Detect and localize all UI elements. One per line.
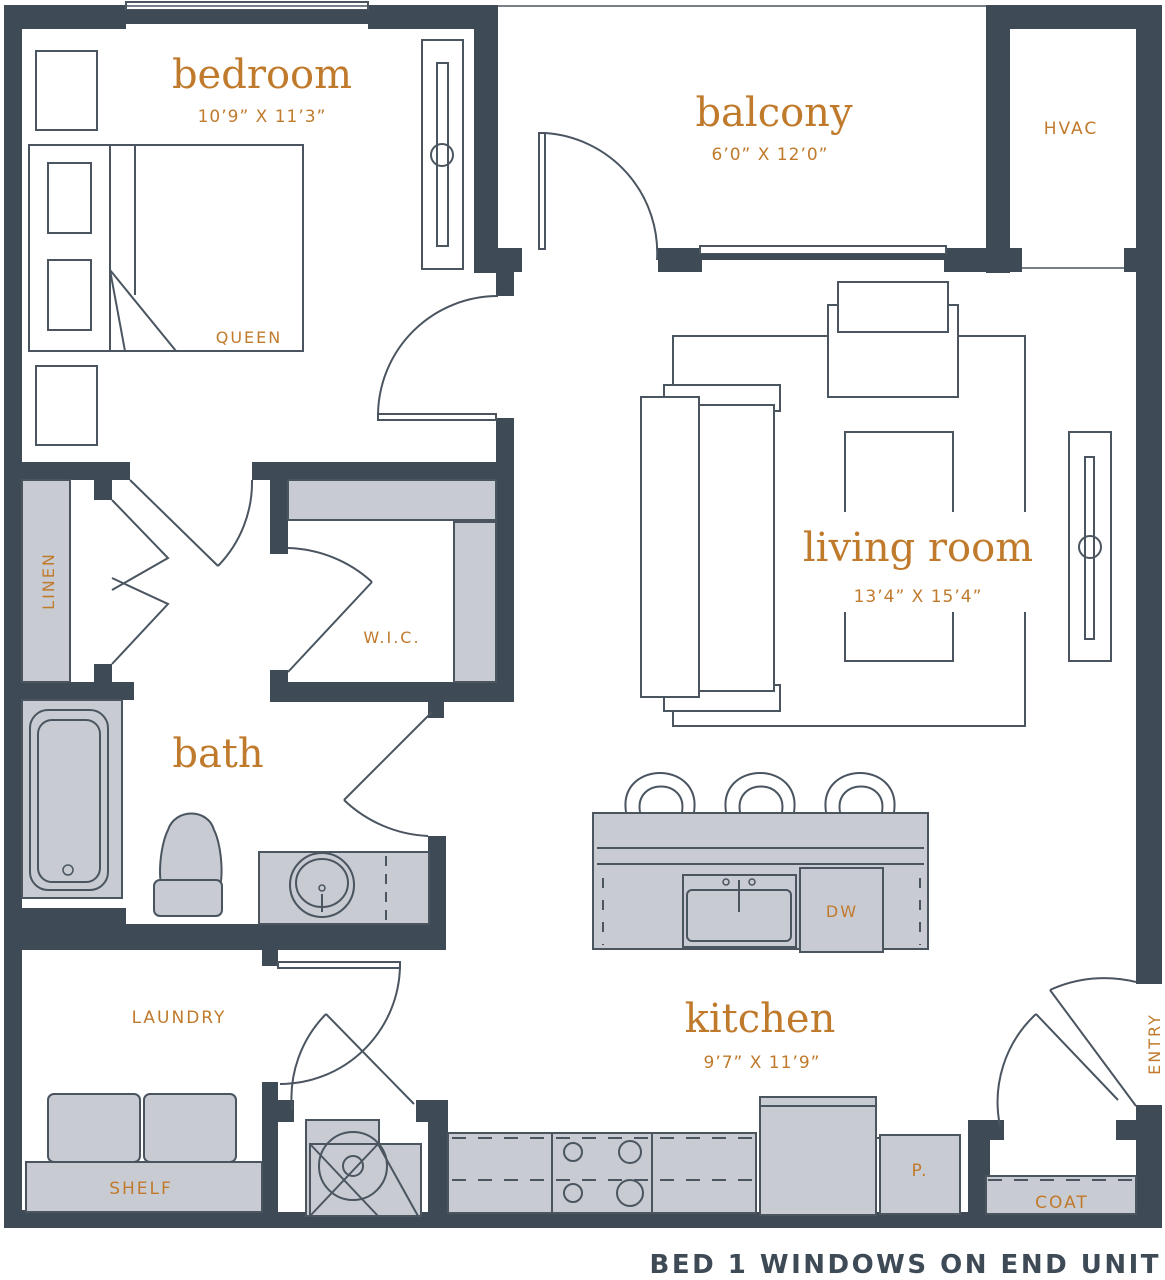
- closets: [21, 479, 1137, 1215]
- balcony-title: balcony: [695, 90, 852, 136]
- bedroom-furniture: [28, 39, 464, 446]
- refrigerator: [759, 1096, 877, 1216]
- wic-shelf-top: [287, 479, 497, 521]
- laundry-label: LAUNDRY: [132, 1008, 227, 1028]
- balcony-dimensions: 6’0” X 12’0”: [712, 145, 829, 165]
- nightstand-bottom: [35, 365, 98, 446]
- vanity: [258, 851, 430, 925]
- stove: [551, 1132, 653, 1214]
- dw-label: DW: [826, 902, 858, 921]
- coat-label: COAT: [1035, 1193, 1089, 1213]
- shelf-label: SHELF: [109, 1179, 173, 1199]
- linen-closet: [21, 479, 71, 683]
- coat-closet: [985, 1175, 1137, 1215]
- water-heater: [305, 1119, 422, 1217]
- bath-fixtures: [21, 699, 430, 925]
- windows: [125, 1, 1124, 269]
- wic-shelf-side: [453, 521, 497, 683]
- living-room-dimensions: 13’4” X 15’4”: [854, 587, 983, 607]
- living-room-furniture: [640, 281, 1112, 727]
- entry-label: ENTRY: [1145, 1013, 1164, 1075]
- laundry-shelf: [25, 1161, 263, 1213]
- bath-title: bath: [172, 731, 263, 777]
- walls: [4, 5, 1162, 1228]
- queen-label: QUEEN: [216, 328, 283, 347]
- bedroom-dimensions: 10’9” X 11’3”: [198, 107, 327, 127]
- dryer: [143, 1093, 237, 1163]
- washer: [47, 1093, 141, 1163]
- footer-note: BED 1 WINDOWS ON END UNIT: [649, 1250, 1161, 1280]
- living-room-title: living room: [803, 525, 1033, 571]
- dishwasher: [799, 867, 884, 953]
- toilet: [159, 812, 223, 899]
- nightstand-top: [35, 50, 98, 131]
- pantry: [879, 1134, 961, 1215]
- hvac-label: HVAC: [1044, 119, 1099, 139]
- queen-bed: [28, 144, 304, 352]
- doors: [111, 132, 1137, 1127]
- bedroom-title: bedroom: [172, 52, 352, 98]
- wic-label: W.I.C.: [363, 628, 420, 647]
- labels: bedroom 10’9” X 11’3” QUEEN balcony 6’0”…: [39, 52, 1164, 1213]
- linen-label: LINEN: [39, 552, 58, 610]
- kitchen-dimensions: 9’7” X 11’9”: [704, 1053, 821, 1073]
- pantry-label: P.: [911, 1161, 928, 1181]
- tv-stand: [421, 39, 464, 270]
- kitchen-counter: [447, 1096, 961, 1216]
- kitchen-island: [592, 772, 929, 953]
- sofa: [693, 404, 775, 692]
- tv-console: [1068, 431, 1112, 662]
- kitchen-title: kitchen: [685, 996, 836, 1042]
